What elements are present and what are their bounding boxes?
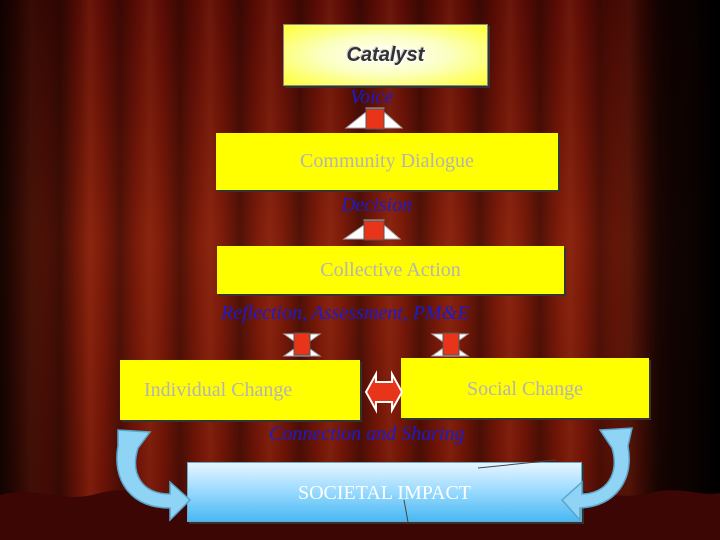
- down-arrow-voice: [346, 108, 402, 129]
- updown-arrow-left: [284, 333, 320, 356]
- curved-arrow-left: [117, 430, 190, 520]
- updown-arrow-right: [432, 333, 468, 356]
- double-arrow-horizontal: [366, 374, 402, 410]
- impact-decor-lines: [404, 460, 556, 522]
- down-arrow-decision: [344, 220, 400, 240]
- curved-arrow-right: [562, 428, 632, 520]
